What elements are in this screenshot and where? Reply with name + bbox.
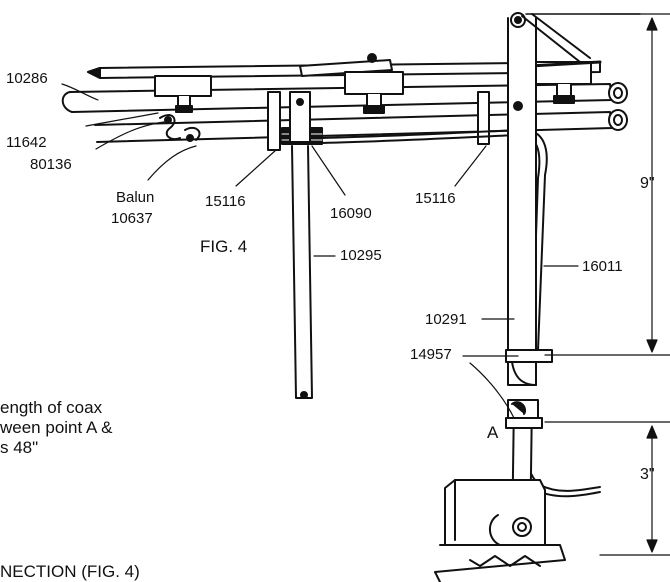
label-balun: Balun <box>116 189 155 206</box>
insulator-block-center <box>344 53 404 114</box>
label-16011: 16011 <box>582 258 623 275</box>
mounting-base <box>434 479 566 582</box>
label-14957: 14957 <box>410 346 452 363</box>
dimension-3in <box>544 421 670 556</box>
figure-label: FIG. 4 <box>200 237 248 256</box>
label-10295: 10295 <box>340 247 382 264</box>
label-80136: 80136 <box>30 156 72 173</box>
insulator-block-right <box>528 60 602 104</box>
label-16090: 16090 <box>330 205 372 222</box>
insulator-block-left <box>154 75 212 113</box>
vertical-tube-10295 <box>289 91 313 399</box>
dimension-3in-label: 3" <box>640 466 655 483</box>
balun-cluster <box>159 114 201 142</box>
note-line-1: ength of coax <box>0 398 103 417</box>
point-a-fitting <box>505 399 543 429</box>
clamp-left <box>267 91 281 151</box>
label-10291: 10291 <box>425 311 467 328</box>
label-11642: 11642 <box>6 134 47 151</box>
label-10637: 10637 <box>111 210 153 227</box>
caption-fragment: NECTION (FIG. 4) <box>0 562 140 581</box>
clamp-right <box>477 91 490 145</box>
label-point-a: A <box>487 423 499 442</box>
label-15116-right: 15116 <box>415 190 456 207</box>
leader-lines <box>61 83 579 419</box>
label-15116-left: 15116 <box>205 193 246 210</box>
note-line-2: ween point A & <box>0 418 113 437</box>
dimension-9in-label: 9" <box>640 175 655 192</box>
top-element-rod <box>87 59 601 79</box>
mast-10291 <box>507 12 537 546</box>
note-line-3: s 48" <box>0 438 39 457</box>
dimension-9in <box>544 13 670 356</box>
label-10286: 10286 <box>6 70 48 87</box>
diagonal-brace <box>521 13 641 63</box>
